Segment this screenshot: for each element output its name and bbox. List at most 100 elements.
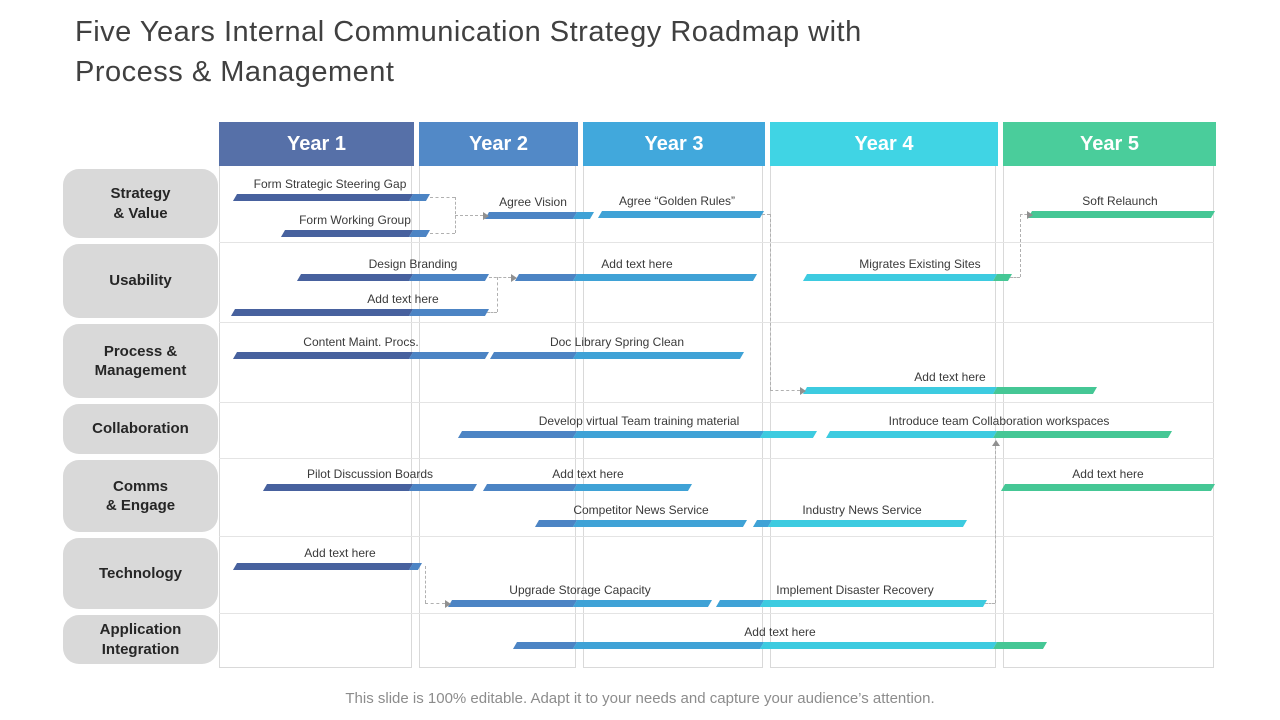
connector-line <box>487 312 497 313</box>
row-label-line: Strategy <box>110 185 171 202</box>
connector-arrow-up-icon <box>992 440 1000 446</box>
task-label: Form Strategic Steering Gap <box>253 177 407 191</box>
task-bar <box>262 484 478 491</box>
row-label-box: Collaboration <box>63 404 218 454</box>
task-label: Upgrade Storage Capacity <box>509 583 651 597</box>
task-bar-segment <box>280 230 414 237</box>
connector-arrow-right-icon <box>483 212 489 220</box>
connector-arrow-right-icon <box>1027 211 1033 219</box>
task-bar-segment <box>759 431 818 438</box>
row-label-box: Process & Management <box>63 324 218 398</box>
year-column: Year 2 <box>419 122 578 668</box>
task-bar-segment <box>992 642 1048 649</box>
row-label-line: & Engage <box>105 497 176 514</box>
task-label: Migrates Existing Sites <box>859 257 981 271</box>
task-label: Introduce team Collaboration workspaces <box>888 414 1110 428</box>
row-label-line: Management <box>94 362 187 379</box>
task-bar <box>489 352 745 359</box>
row-label-line: Comms <box>112 477 168 495</box>
row-label-line: & Value <box>113 204 168 222</box>
task-label: Form Working Group <box>299 213 411 227</box>
row-label-line: Usability <box>109 272 172 290</box>
connector-arrow-right-icon <box>445 600 451 608</box>
task-bar-segment <box>447 600 578 607</box>
row-label-line: Process & <box>103 342 178 360</box>
task-bar <box>230 309 490 316</box>
task-label: Add text here <box>744 625 816 639</box>
year-header: Year 1 <box>219 122 414 166</box>
task-bar-segment <box>759 600 988 607</box>
row-label-line: Collaboration <box>92 420 189 438</box>
year-header: Year 5 <box>1003 122 1216 166</box>
task-bar <box>484 212 595 219</box>
task-bar-segment <box>408 309 490 316</box>
task-bar <box>232 194 431 201</box>
task-bar-segment <box>992 387 1098 394</box>
task-label: Agree “Golden Rules” <box>618 194 736 208</box>
task-bar <box>1027 211 1216 218</box>
row-label-line: Technology <box>98 564 183 582</box>
task-bar-segment <box>457 431 578 438</box>
task-bar-segment <box>230 309 414 316</box>
task-bar-segment <box>408 352 490 359</box>
slide-title-line-2: Process & Management <box>75 56 395 89</box>
task-label: Add text here <box>601 257 673 271</box>
task-bar <box>597 211 765 218</box>
task-bar <box>715 600 988 607</box>
task-label: Industry News Service <box>802 503 922 517</box>
task-bar-segment <box>514 274 578 281</box>
year-header: Year 2 <box>419 122 578 166</box>
task-bar-segment <box>534 520 578 527</box>
slide-title-line-1: Five Years Internal Communication Strate… <box>75 16 862 48</box>
task-bar <box>1000 484 1216 491</box>
task-label: Add text here <box>304 546 376 560</box>
connector-line <box>430 233 455 234</box>
task-bar <box>232 352 490 359</box>
task-bar <box>457 431 818 438</box>
connector-line <box>430 197 455 198</box>
year-header: Year 4 <box>770 122 998 166</box>
connector-line <box>1020 214 1021 277</box>
task-bar-segment <box>572 600 713 607</box>
task-bar-segment <box>802 387 998 394</box>
task-bar <box>280 230 431 237</box>
task-bar <box>802 387 1098 394</box>
connector-line <box>425 603 445 604</box>
task-bar-segment <box>767 520 968 527</box>
task-bar-segment <box>572 642 765 649</box>
task-bar <box>482 484 693 491</box>
connector-line <box>1010 277 1020 278</box>
task-label: Doc Library Spring Clean <box>549 335 685 349</box>
row-label-line: Application <box>99 621 182 638</box>
task-bar-segment <box>572 484 693 491</box>
row-separator <box>219 458 1214 459</box>
task-bar-segment <box>512 642 578 649</box>
connector-line <box>497 277 498 312</box>
task-bar-segment <box>597 211 765 218</box>
row-separator <box>219 242 1214 243</box>
connector-line <box>425 566 426 603</box>
task-bar <box>232 563 423 570</box>
task-bar <box>512 642 1048 649</box>
task-label: Add text here <box>367 292 439 306</box>
year-column: Year 4 <box>770 122 998 668</box>
row-separator <box>219 402 1214 403</box>
task-bar-segment <box>482 484 578 491</box>
task-bar-segment <box>232 563 414 570</box>
task-bar-segment <box>572 352 745 359</box>
task-label: Design Branding <box>368 257 458 271</box>
task-label: Add text here <box>1072 467 1144 481</box>
connector-line <box>1020 214 1027 215</box>
task-bar <box>534 520 748 527</box>
task-label: Content Maint. Procs. <box>303 335 419 349</box>
row-label-box: Comms & Engage <box>63 460 218 532</box>
connector-arrow-right-icon <box>511 274 517 282</box>
row-separator <box>219 536 1214 537</box>
task-bar-segment <box>232 352 414 359</box>
connector-line <box>762 214 770 215</box>
task-label: Add text here <box>552 467 624 481</box>
task-label: Competitor News Service <box>573 503 709 517</box>
task-bar-segment <box>992 431 1173 438</box>
